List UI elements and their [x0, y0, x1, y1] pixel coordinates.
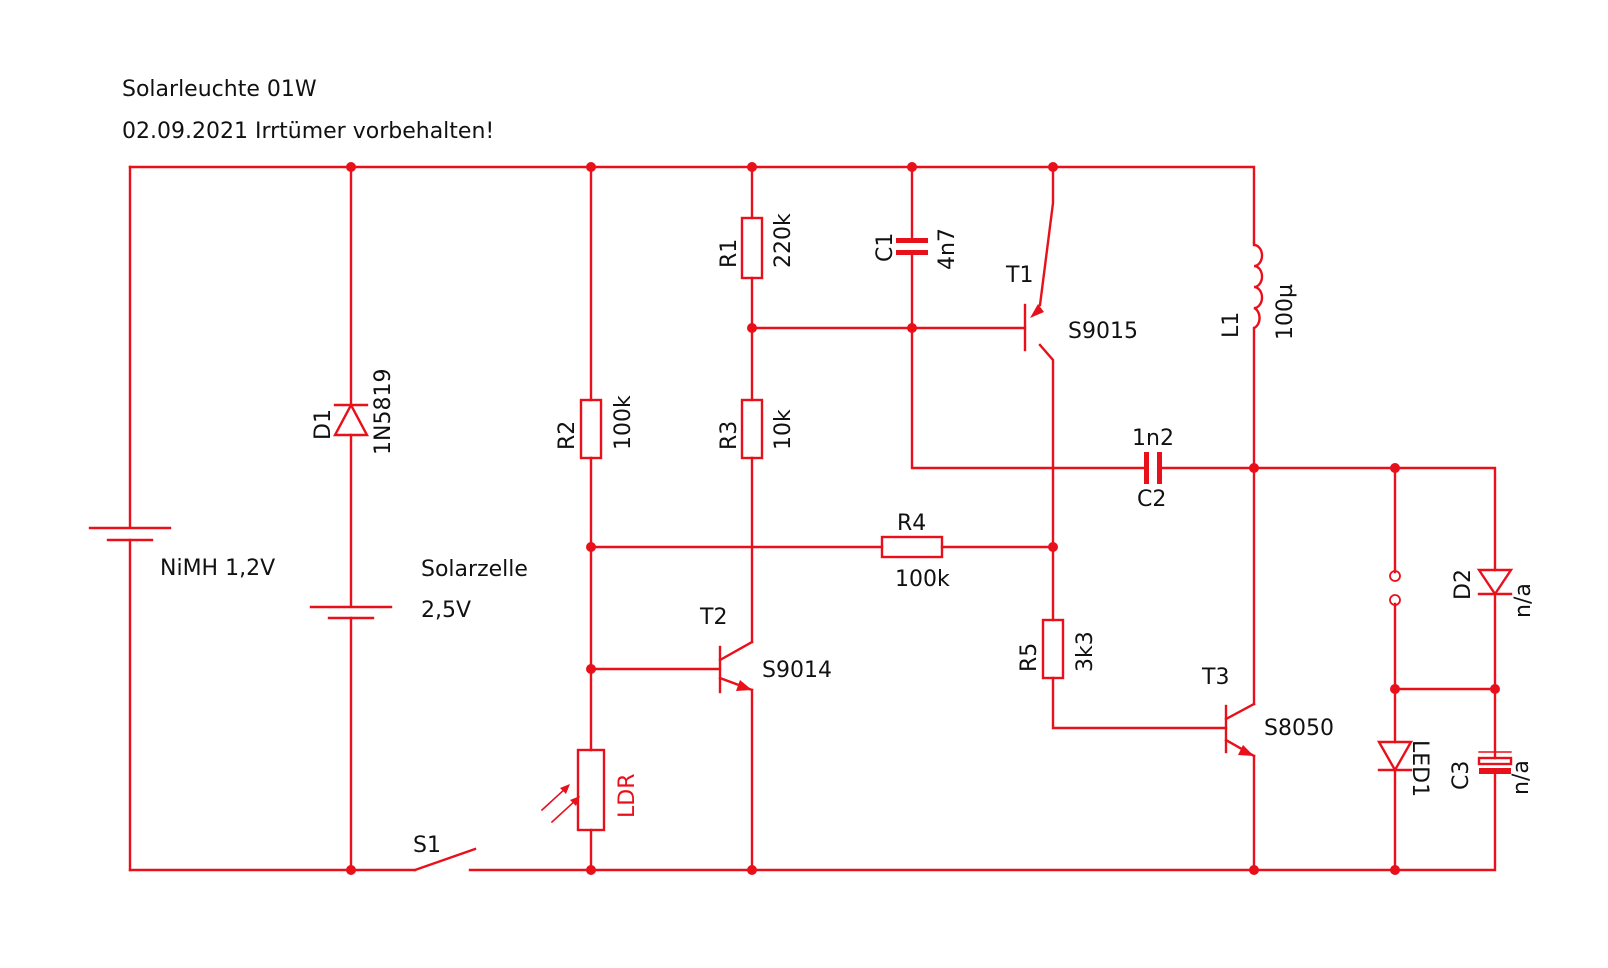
r1-ref: R1: [717, 239, 742, 268]
t2-value: S9014: [762, 658, 832, 683]
c3-capacitor: [1477, 751, 1513, 774]
c1-capacitor: [896, 238, 928, 255]
t1-value: S9015: [1068, 319, 1138, 344]
d2-value: n/a: [1511, 583, 1536, 618]
c3-ref: C3: [1449, 761, 1474, 790]
r2-value: 100k: [611, 395, 636, 450]
solar-cell-label: Solarzelle: [421, 557, 528, 582]
t3-ref: T3: [1201, 665, 1229, 690]
r1-value: 220k: [771, 213, 796, 268]
s1-ref: S1: [413, 833, 441, 858]
t3-value: S8050: [1264, 716, 1334, 741]
led1-diode: [1376, 740, 1414, 773]
t2-ref: T2: [699, 605, 727, 630]
wires: [128, 165, 1497, 872]
d2-ref: D2: [1451, 569, 1476, 600]
c3-value: n/a: [1509, 760, 1534, 795]
battery-label: NiMH 1,2V: [160, 556, 275, 581]
r2-resistor: [579, 398, 603, 460]
d2-diode: [1476, 568, 1514, 597]
r5-resistor: [1041, 618, 1065, 680]
d1-diode-symbol: [333, 402, 369, 437]
schematic-title: Solarleuchte 01W: [122, 77, 317, 102]
c2-ref: C2: [1137, 487, 1166, 512]
l1-value: 100µ: [1273, 284, 1298, 340]
r1-resistor: [740, 216, 764, 280]
c1-ref: C1: [873, 233, 898, 262]
schematic-subtitle: 02.09.2021 Irrtümer vorbehalten!: [122, 119, 494, 144]
junctions: [346, 162, 1500, 875]
r5-value: 3k3: [1073, 631, 1098, 672]
r3-value: 10k: [771, 409, 796, 450]
c2-value: 1n2: [1132, 426, 1174, 451]
r4-value: 100k: [895, 567, 950, 592]
led1-ref: LED1: [1407, 740, 1432, 797]
jumper-contacts: [1389, 570, 1401, 606]
s1-switch: [413, 847, 477, 872]
t3-transistor-npn: [1224, 702, 1256, 758]
r5-ref: R5: [1017, 643, 1042, 672]
t1-transistor-pnp: [1023, 303, 1044, 352]
r3-resistor: [740, 398, 764, 460]
l1-ref: L1: [1219, 312, 1244, 338]
solar-cell-symbol: [309, 605, 393, 620]
r4-resistor: [880, 535, 944, 559]
c2-capacitor: [1144, 452, 1162, 484]
d1-value: 1N5819: [371, 369, 396, 455]
solar-cell-voltage: 2,5V: [421, 598, 471, 623]
ldr-ref: LDR: [615, 774, 640, 818]
ldr-photoresistor: [540, 748, 606, 832]
c1-value: 4n7: [935, 228, 960, 270]
r2-ref: R2: [555, 421, 580, 450]
t2-transistor-npn: [718, 640, 754, 694]
battery-symbol: [88, 526, 172, 542]
r4-ref: R4: [897, 511, 926, 536]
t1-ref: T1: [1005, 263, 1033, 288]
r3-ref: R3: [717, 421, 742, 450]
d1-ref: D1: [311, 409, 336, 440]
l1-inductor: [1252, 241, 1264, 330]
